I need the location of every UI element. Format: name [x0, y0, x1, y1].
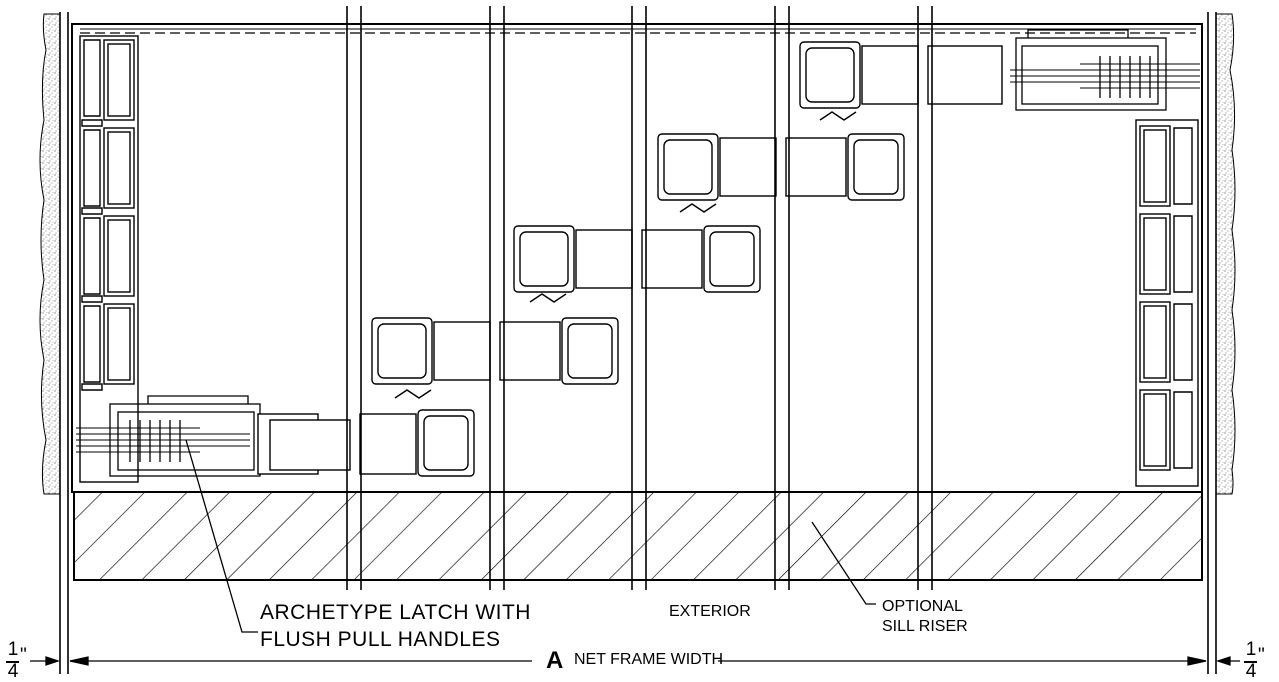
right-fraction-bar — [1244, 661, 1257, 663]
latch-label-line2: FLUSH PULL HANDLES — [260, 628, 501, 651]
right-fraction-denominator: 4 — [1245, 661, 1257, 682]
door-panel-3 — [513, 203, 761, 293]
latch-label-line1: ARCHETYPE LATCH WITH — [260, 601, 531, 624]
sill-label-line1: OPTIONAL — [882, 598, 963, 615]
dimension-letter: A — [546, 647, 564, 674]
right-fraction-numerator: 1 — [1245, 639, 1257, 660]
sight-lines — [346, 6, 933, 590]
right-jamb-profile — [1135, 119, 1199, 487]
door-panel-2 — [371, 293, 619, 385]
latch-leader — [185, 439, 258, 633]
left-fraction-numerator: 1 — [7, 639, 19, 660]
dimension-line — [30, 656, 1240, 666]
sill-leader — [811, 521, 876, 605]
sill-label-line2: SILL RISER — [882, 618, 968, 635]
door-panel-1 — [257, 389, 475, 477]
left-jamb-profile — [79, 35, 139, 483]
door-panel-4 — [657, 111, 905, 201]
dimension-text: NET FRAME WIDTH — [574, 651, 724, 668]
left-latch-assembly — [76, 395, 261, 477]
leader-lines — [185, 439, 876, 633]
door-panel-5 — [799, 41, 1003, 109]
sill-riser — [73, 491, 1203, 581]
right-latch-assembly — [1010, 29, 1200, 111]
right-fraction-unit: " — [1258, 645, 1265, 666]
exterior-label: EXTERIOR — [669, 603, 751, 620]
left-fraction-unit: " — [20, 645, 27, 666]
frame-outline — [71, 23, 1203, 493]
door-panels — [257, 41, 1003, 477]
left-wall-stipple — [39, 13, 61, 495]
left-fraction-denominator: 4 — [7, 661, 19, 682]
right-wall-stipple — [1215, 13, 1236, 495]
left-fraction-bar — [6, 661, 19, 663]
